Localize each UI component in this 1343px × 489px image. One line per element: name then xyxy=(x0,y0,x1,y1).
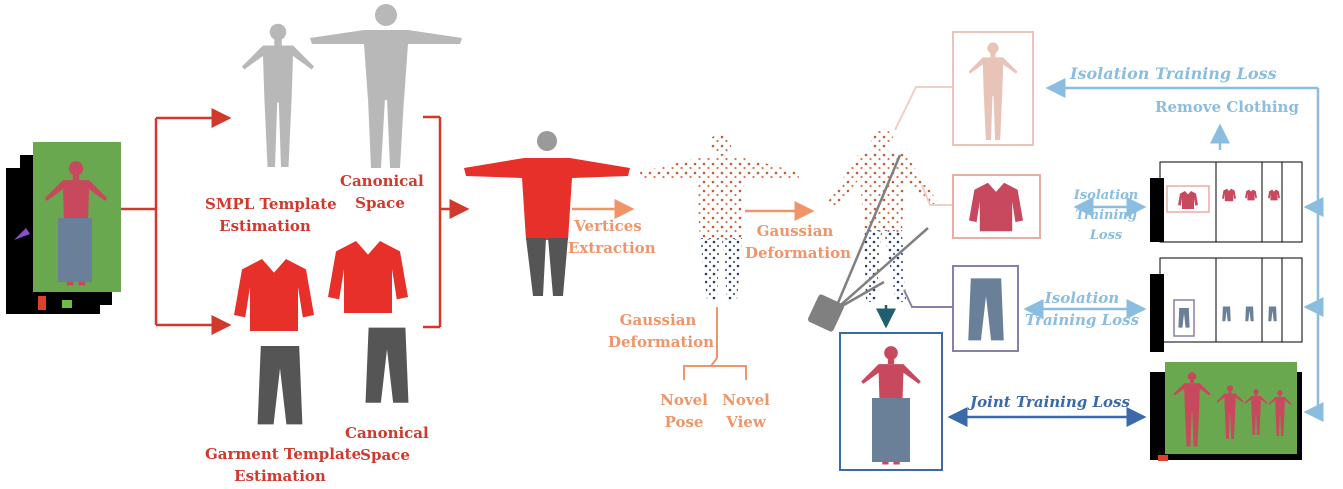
gaussian-point-cloud xyxy=(640,134,800,300)
joint-render-box xyxy=(840,333,942,470)
shirt-mesh xyxy=(234,241,408,331)
joint-training-loss-label: Joint Training Loss xyxy=(965,391,1135,413)
remove-clothing-label: Remove Clothing xyxy=(1155,96,1285,118)
isolation-training-loss-top-label: Isolation Training Loss xyxy=(1070,63,1270,85)
pants-mesh xyxy=(258,328,409,425)
shirt-mask-frames xyxy=(1150,162,1302,242)
input-video-frames xyxy=(6,142,121,314)
clothed-avatar xyxy=(464,131,630,296)
pants-mask-frames xyxy=(1150,258,1302,352)
to-pants-connector xyxy=(904,290,953,307)
posed-gaussian-cloud xyxy=(826,129,940,302)
input-frames-stack xyxy=(1150,362,1302,461)
smpl-mesh xyxy=(242,24,314,167)
isolated-body-box xyxy=(953,32,1033,145)
to-body-connector xyxy=(895,87,953,130)
isolated-pants-box xyxy=(953,266,1018,351)
isolated-shirt-box xyxy=(953,175,1040,238)
